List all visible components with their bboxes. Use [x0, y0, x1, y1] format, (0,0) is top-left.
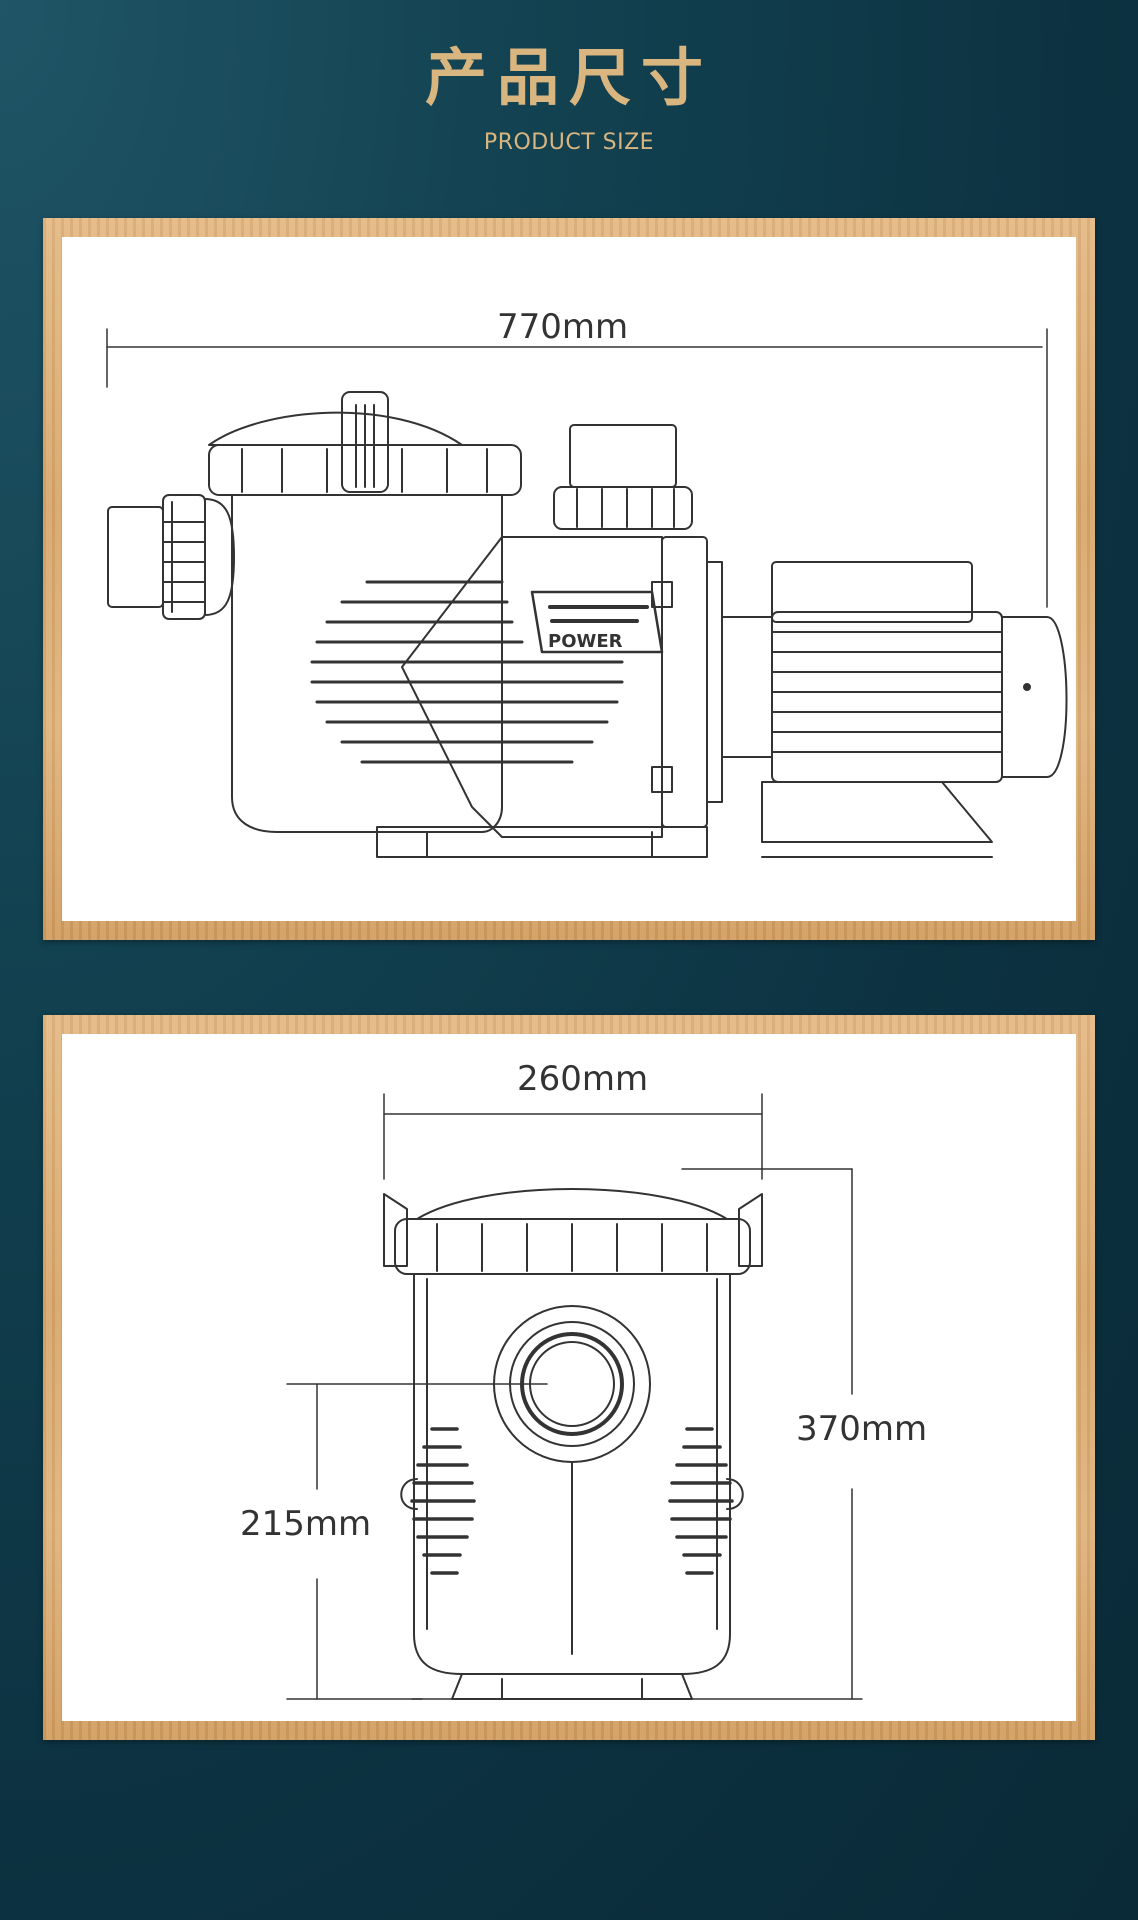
page-title: 产品尺寸	[424, 41, 713, 114]
inlet-height-dimension-label: 215mm	[240, 1504, 372, 1544]
strainer-lid-front	[383, 1188, 763, 1275]
strainer-body	[231, 494, 663, 838]
inlet-height-dimension-line	[286, 1383, 548, 1700]
page-header: 产品尺寸 PRODUCT SIZE	[0, 38, 1138, 155]
width-dimension-label: 260mm	[517, 1059, 649, 1099]
motor-flange	[651, 536, 723, 828]
page-subtitle: PRODUCT SIZE	[483, 130, 655, 155]
pump-side-drawing: POWER	[106, 328, 1068, 858]
length-dimension-label: 770mm	[497, 307, 629, 347]
outlet-pipe	[553, 424, 693, 530]
pump-feet-front	[451, 1673, 693, 1700]
right-vents	[668, 1427, 734, 1575]
right-handle	[726, 1478, 744, 1510]
height-dimension-line	[411, 1168, 863, 1700]
pump-base	[376, 781, 993, 858]
housing-panel	[401, 536, 503, 838]
length-dimension-line	[106, 328, 1048, 608]
side-view-canvas: 770mm	[62, 237, 1076, 921]
left-vents	[410, 1427, 476, 1575]
strainer-body-front	[413, 1273, 731, 1675]
pump-front-drawing	[286, 1093, 863, 1700]
inlet-pipe	[107, 494, 235, 620]
housing-vents	[310, 580, 624, 764]
side-view-frame: 770mm	[43, 218, 1095, 940]
width-dimension-line	[383, 1093, 763, 1180]
strainer-lid	[208, 391, 522, 496]
front-view-frame: 260mm 370mm 215mm	[43, 1015, 1095, 1740]
brand-label: POWER	[548, 631, 623, 652]
motor	[721, 561, 1068, 783]
left-handle	[400, 1478, 418, 1510]
front-view-canvas: 260mm 370mm 215mm	[62, 1034, 1076, 1721]
height-dimension-label: 370mm	[796, 1409, 928, 1449]
